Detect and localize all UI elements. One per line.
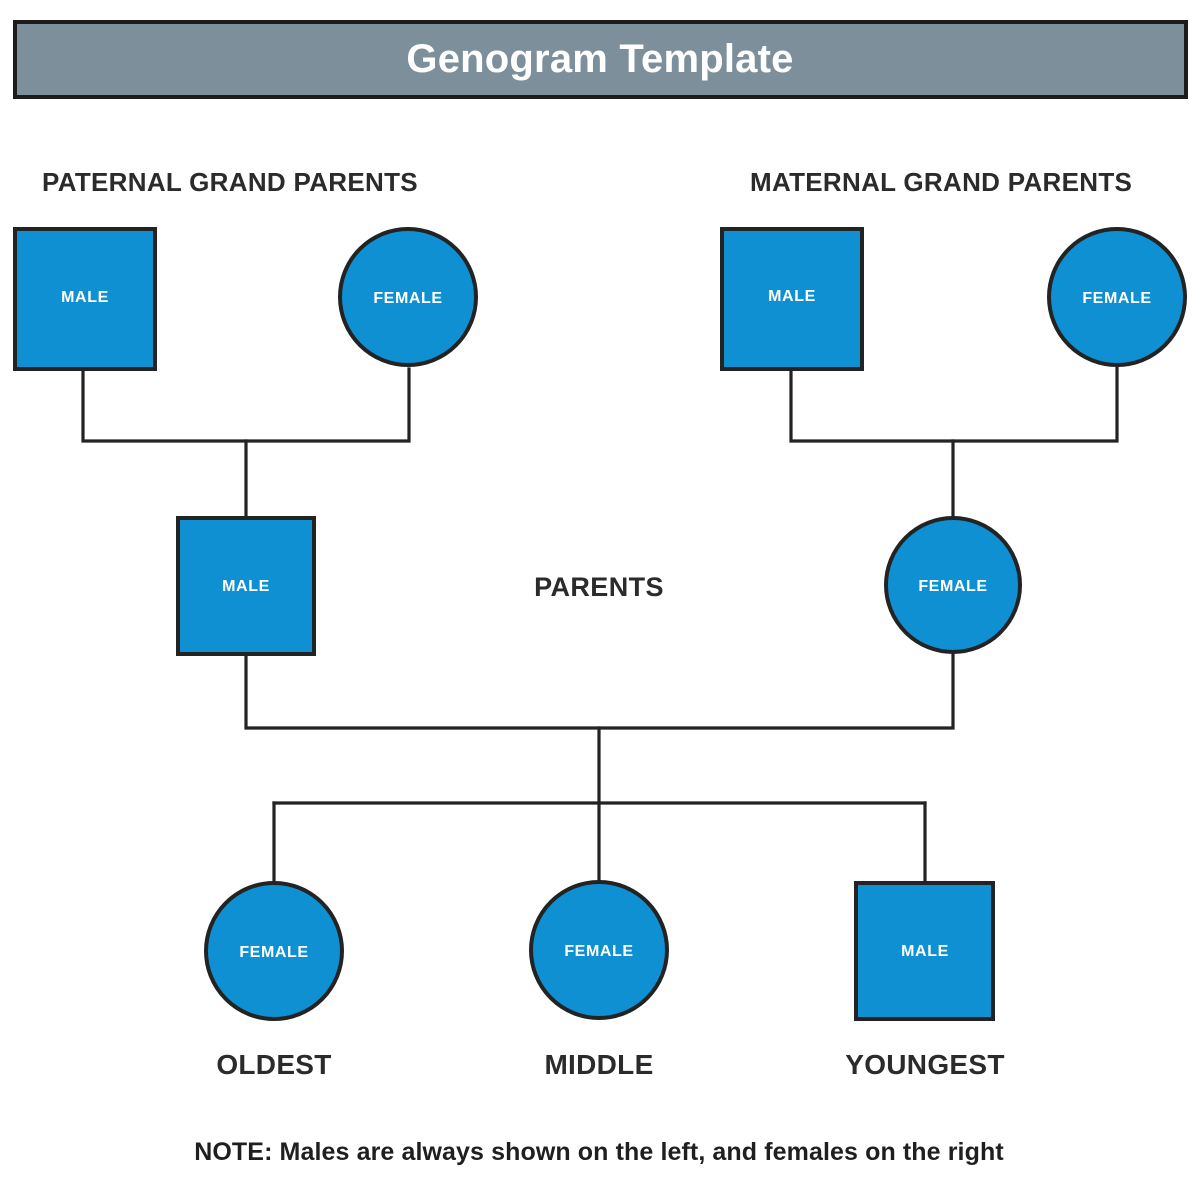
node-paternal-grandfather[interactable]: MALE <box>13 227 157 371</box>
paternal-couple-connector <box>81 367 411 520</box>
female-circle-shape <box>529 880 669 1020</box>
maternal-couple-connector <box>789 365 1119 521</box>
node-label: FEMALE <box>239 944 308 961</box>
child-caption-oldest: OLDEST <box>216 1049 331 1080</box>
footer-note: NOTE: Males are always shown on the left… <box>194 1138 1004 1166</box>
parents-sibling-connector <box>244 650 955 886</box>
paternal-grandparents-label: PATERNAL GRAND PARENTS <box>42 167 418 197</box>
female-circle-shape <box>1047 227 1187 367</box>
male-square-shape <box>176 516 316 656</box>
node-mother[interactable]: FEMALE <box>884 516 1022 654</box>
title-banner <box>13 20 1188 99</box>
node-father[interactable]: MALE <box>176 516 316 656</box>
node-label: FEMALE <box>564 943 633 960</box>
maternal-grandparents-label: MATERNAL GRAND PARENTS <box>750 167 1132 197</box>
node-label: MALE <box>222 578 270 595</box>
male-square-shape <box>854 881 995 1021</box>
node-label: FEMALE <box>373 290 442 307</box>
page-title: Genogram Template <box>406 37 793 81</box>
parents-label: PARENTS <box>534 572 664 602</box>
node-maternal-grandfather[interactable]: MALE <box>720 227 864 371</box>
node-paternal-grandmother[interactable]: FEMALE <box>338 227 478 367</box>
child-caption-middle: MIDDLE <box>544 1049 653 1080</box>
male-square-shape <box>13 227 157 371</box>
female-circle-shape <box>204 881 344 1021</box>
node-child-oldest[interactable]: FEMALE <box>204 881 344 1021</box>
child-caption-youngest: YOUNGEST <box>845 1049 1005 1080</box>
node-label: MALE <box>61 289 109 306</box>
node-label: FEMALE <box>918 578 987 595</box>
node-label: MALE <box>901 943 949 960</box>
node-maternal-grandmother[interactable]: FEMALE <box>1047 227 1187 367</box>
node-label: MALE <box>768 288 816 305</box>
node-label: FEMALE <box>1082 290 1151 307</box>
female-circle-shape <box>884 516 1022 654</box>
male-square-shape <box>720 227 864 371</box>
female-circle-shape <box>338 227 478 367</box>
node-child-middle[interactable]: FEMALE <box>529 880 669 1020</box>
node-child-youngest[interactable]: MALE <box>854 881 995 1021</box>
